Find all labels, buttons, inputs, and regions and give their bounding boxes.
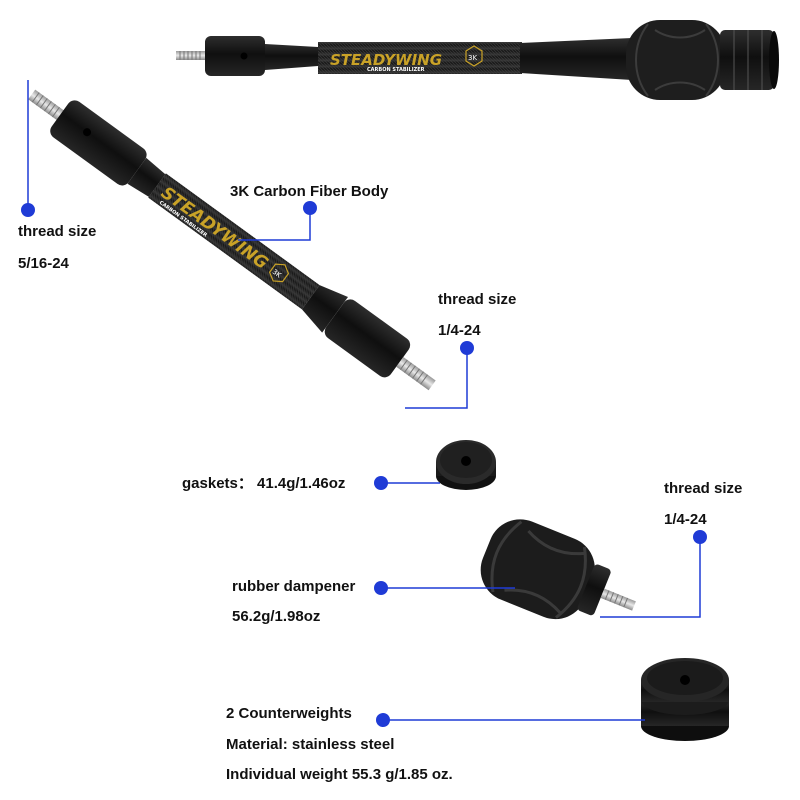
body-title: 3K Carbon Fiber Body: [230, 183, 389, 200]
gasket-label: gaskets： 41.4g/1.46oz: [182, 475, 346, 492]
body-dot: [303, 201, 317, 215]
rear-end-cap: [50, 100, 147, 186]
weights-title: 2 Counterweights: [226, 705, 352, 722]
svg-text:CARBON STABILIZER: CARBON STABILIZER: [367, 67, 425, 73]
top-stabilizer: STEADYWING CARBON STABILIZER 3K: [176, 20, 779, 100]
weights-dot: [376, 713, 390, 727]
top-counterweight-stack: [720, 30, 774, 90]
rubber-dampener-part: [480, 519, 636, 620]
front-thread-title: thread size: [438, 291, 517, 308]
top-brand-logo: STEADYWING: [330, 51, 442, 69]
weights-individual: Individual weight 55.3 g/1.85 oz.: [226, 766, 453, 783]
dampener-thread-leader: [600, 537, 701, 618]
gasket-dot: [374, 476, 388, 490]
svg-text:3K: 3K: [468, 54, 477, 62]
dampener-thread-stud: [600, 588, 636, 611]
weights-material: Material: stainless steel: [226, 736, 395, 753]
front-thread-dot: [460, 341, 474, 355]
top-carbon-tube: [318, 42, 522, 74]
front-thread-value: 1/4-24: [438, 322, 481, 339]
dampener-value: 56.2g/1.98oz: [232, 608, 321, 625]
rear-thread-title: thread size: [18, 223, 97, 240]
body-leader: [238, 210, 311, 241]
rear-thread-dot: [21, 203, 35, 217]
front-thread-leader: [405, 348, 468, 409]
top-rubber-dampener: [626, 20, 726, 100]
top-thread-stud: [176, 51, 206, 60]
dampener-title: rubber dampener: [232, 578, 356, 595]
rear-thread-value: 5/16-24: [18, 255, 69, 272]
callout-lines: [27, 80, 701, 721]
dampener-thread-dot: [693, 530, 707, 544]
carbon-fiber-tube: [148, 173, 320, 310]
front-end-cap: [324, 299, 411, 378]
top-rear-cap: [205, 36, 265, 76]
dampener-dot: [374, 581, 388, 595]
counterweights-part: [641, 658, 729, 741]
dampener-thread-title: thread size: [664, 480, 743, 497]
gasket: [436, 440, 496, 490]
dampener-thread-value: 1/4-24: [664, 511, 707, 528]
